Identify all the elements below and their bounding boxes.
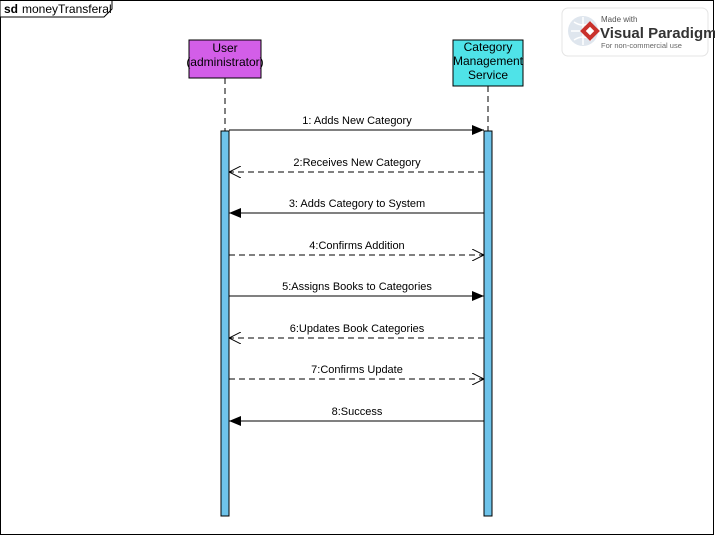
participant-category-management-service[interactable]: Category Management Service <box>452 39 524 87</box>
watermark-brand: Visual Paradigm <box>600 25 715 42</box>
participant-user[interactable]: User (administrator) <box>186 39 264 79</box>
message-label-6: 6:Updates Book Categories <box>290 323 425 335</box>
message-label-4: 4:Confirms Addition <box>309 240 404 252</box>
visual-paradigm-logo-icon <box>568 16 600 46</box>
messages: 1: Adds New Category 2:Receives New Categ… <box>229 115 484 426</box>
visual-paradigm-watermark: Made with Visual Paradigm For non-commer… <box>561 7 715 57</box>
participant-user-label-line2: (administrator) <box>186 55 263 69</box>
watermark-note: For non-commercial use <box>601 41 682 50</box>
message-label-3: 3: Adds Category to System <box>289 198 425 210</box>
participant-user-label-line1: User <box>212 41 237 55</box>
message-label-8: 8:Success <box>332 406 383 418</box>
message-label-7: 7:Confirms Update <box>311 364 403 376</box>
frame-tab <box>0 0 113 18</box>
message-label-1: 1: Adds New Category <box>302 115 412 127</box>
watermark-made-with: Made with <box>601 15 637 24</box>
service-activation-bar <box>483 130 493 517</box>
participant-service-label-line2: Management <box>453 54 524 68</box>
message-label-5: 5:Assigns Books to Categories <box>282 281 432 293</box>
participant-service-label-line1: Category <box>464 40 513 54</box>
user-activation-bar <box>220 130 230 517</box>
participant-service-label-line3: Service <box>468 68 508 82</box>
message-label-2: 2:Receives New Category <box>293 157 421 169</box>
